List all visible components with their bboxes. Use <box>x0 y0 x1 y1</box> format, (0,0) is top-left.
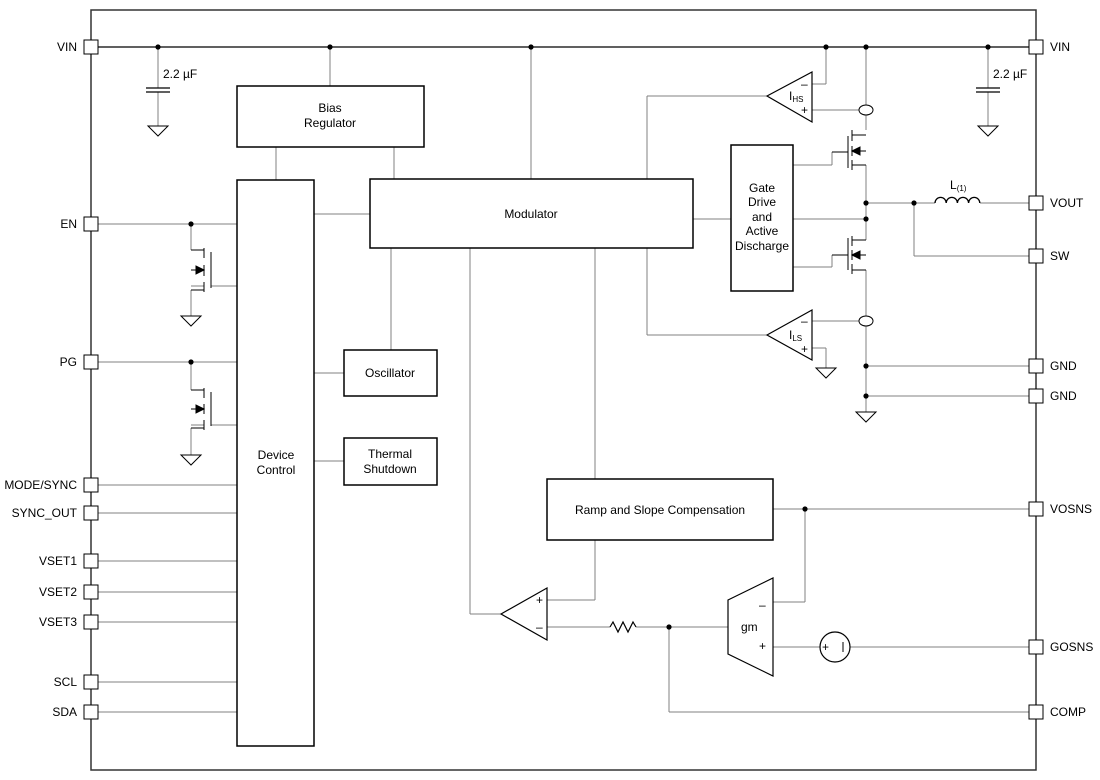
pin-vset2: VSET2 <box>39 585 77 599</box>
left-pins: VIN EN PG MODE/SYNC SYNC_OUT VSET1 VSET2… <box>4 39 99 720</box>
ground-symbols <box>146 125 1000 466</box>
pin-pg: PG <box>60 355 77 369</box>
svg-text:–: – <box>759 598 766 612</box>
gm-amplifier: gm – + <box>727 577 774 677</box>
pin-sda: SDA <box>52 705 77 719</box>
ramp-slope-block: Ramp and Slope Compensation <box>546 478 774 541</box>
svg-text:gm: gm <box>741 620 758 634</box>
modulator-block: Modulator <box>369 178 694 249</box>
inductor-label: L(1) <box>950 178 967 193</box>
svg-text:and: and <box>752 210 772 224</box>
resistor <box>609 620 637 634</box>
svg-text:Oscillator: Oscillator <box>365 366 415 380</box>
svg-text:Active: Active <box>746 224 779 238</box>
pin-scl: SCL <box>54 675 78 689</box>
pin-en: EN <box>60 217 77 231</box>
svg-text:ILS: ILS <box>789 328 802 343</box>
svg-text:–: – <box>536 620 543 634</box>
svg-text:Gate: Gate <box>749 181 775 195</box>
gate-drive-block: Gate Drive and Active Discharge <box>730 144 794 292</box>
pin-comp: COMP <box>1050 705 1086 719</box>
low-side-mosfet <box>832 236 866 274</box>
wires <box>91 46 1036 713</box>
pin-mode-sync: MODE/SYNC <box>4 478 77 492</box>
right-pins: VIN VOUT SW GND GND VOSNS GOSNS COMP <box>1028 39 1093 720</box>
svg-text:Discharge: Discharge <box>735 239 789 253</box>
right-capacitor <box>976 87 1000 93</box>
svg-text:+: + <box>759 639 766 653</box>
ils-amplifier: ILS – + <box>765 308 813 362</box>
voltage-source: + <box>819 631 851 663</box>
svg-text:Ramp and Slope Compensation: Ramp and Slope Compensation <box>575 503 745 517</box>
svg-text:Bias: Bias <box>318 101 341 115</box>
svg-text:Shutdown: Shutdown <box>363 462 416 476</box>
chip-outline <box>90 9 1037 771</box>
en-pulldown-fet <box>191 248 212 292</box>
ihs-amplifier: IHS – + <box>765 71 813 124</box>
thermal-shutdown-block: Thermal Shutdown <box>343 437 438 486</box>
pin-sw: SW <box>1050 249 1070 263</box>
pin-vin-right: VIN <box>1050 40 1070 54</box>
oscillator-block: Oscillator <box>343 349 438 397</box>
pwm-comparator: + – <box>499 586 548 642</box>
svg-text:+: + <box>822 640 829 654</box>
pin-vout: VOUT <box>1050 196 1084 210</box>
pin-gnd-1: GND <box>1050 359 1077 373</box>
hs-current-sense <box>858 104 874 116</box>
svg-text:+: + <box>536 593 543 607</box>
left-capacitor-label: 2.2 µF <box>163 67 197 81</box>
bias-regulator-block: Bias Regulator <box>236 85 425 148</box>
svg-text:Modulator: Modulator <box>504 207 557 221</box>
pin-gnd-2: GND <box>1050 389 1077 403</box>
svg-text:Device: Device <box>258 448 295 462</box>
pin-vset1: VSET1 <box>39 554 77 568</box>
pin-vosns: VOSNS <box>1050 502 1092 516</box>
svg-text:+: + <box>801 342 808 356</box>
pg-pulldown-fet <box>191 388 212 430</box>
left-capacitor <box>146 87 170 93</box>
inductor <box>934 196 981 204</box>
pin-sync-out: SYNC_OUT <box>12 506 78 520</box>
pin-vin-left: VIN <box>57 40 77 54</box>
svg-text:Thermal: Thermal <box>368 447 412 461</box>
svg-text:–: – <box>801 314 808 328</box>
high-side-mosfet <box>832 130 866 170</box>
svg-text:Drive: Drive <box>748 195 776 209</box>
svg-text:+: + <box>801 103 808 117</box>
svg-text:Regulator: Regulator <box>304 116 356 130</box>
right-capacitor-label: 2.2 µF <box>993 67 1027 81</box>
svg-text:Control: Control <box>257 463 296 477</box>
svg-text:IHS: IHS <box>789 89 803 104</box>
device-control-block: Device Control <box>236 179 315 747</box>
junction-dots <box>155 44 991 630</box>
ls-current-sense <box>858 315 874 327</box>
pin-gosns: GOSNS <box>1050 640 1093 654</box>
pin-vset3: VSET3 <box>39 615 77 629</box>
svg-text:–: – <box>801 77 808 91</box>
